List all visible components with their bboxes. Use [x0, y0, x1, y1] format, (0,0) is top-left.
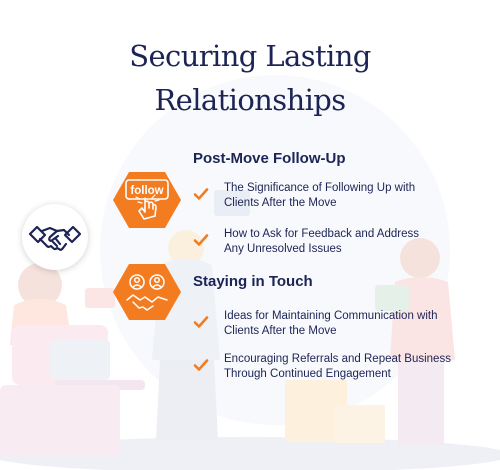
handshake-icon [28, 225, 82, 251]
follow-label: follow [130, 185, 163, 197]
list-item-text: Ideas for Maintaining Communication with… [224, 310, 438, 337]
check-icon [193, 316, 209, 328]
check-icon [193, 359, 209, 371]
section-heading-staying-in-touch: Staying in Touch [193, 273, 313, 290]
check-icon [193, 188, 209, 200]
follow-cursor-icon: follow [112, 170, 182, 230]
list-item: The Significance of Following Up with Cl… [193, 181, 493, 215]
page-title-line-1: Securing Lasting [129, 39, 371, 73]
list-item-text: The Significance of Following Up with Cl… [224, 182, 416, 209]
section-heading-post-move: Post-Move Follow-Up [193, 150, 346, 167]
list-item: Ideas for Maintaining Communication with… [193, 309, 493, 343]
list-item: Encouraging Referrals and Repeat Busines… [193, 352, 493, 386]
list-item-text: How to Ask for Feedback and Address Any … [224, 228, 419, 255]
page-title: Securing Lasting Relationships [0, 34, 500, 122]
list-item: How to Ask for Feedback and Address Any … [193, 227, 493, 261]
handshake-badge [22, 204, 88, 270]
list-item-text: Encouraging Referrals and Repeat Busines… [224, 353, 451, 380]
check-icon [193, 234, 209, 246]
people-handshake-icon [112, 262, 182, 322]
page-title-line-2: Relationships [154, 83, 346, 117]
